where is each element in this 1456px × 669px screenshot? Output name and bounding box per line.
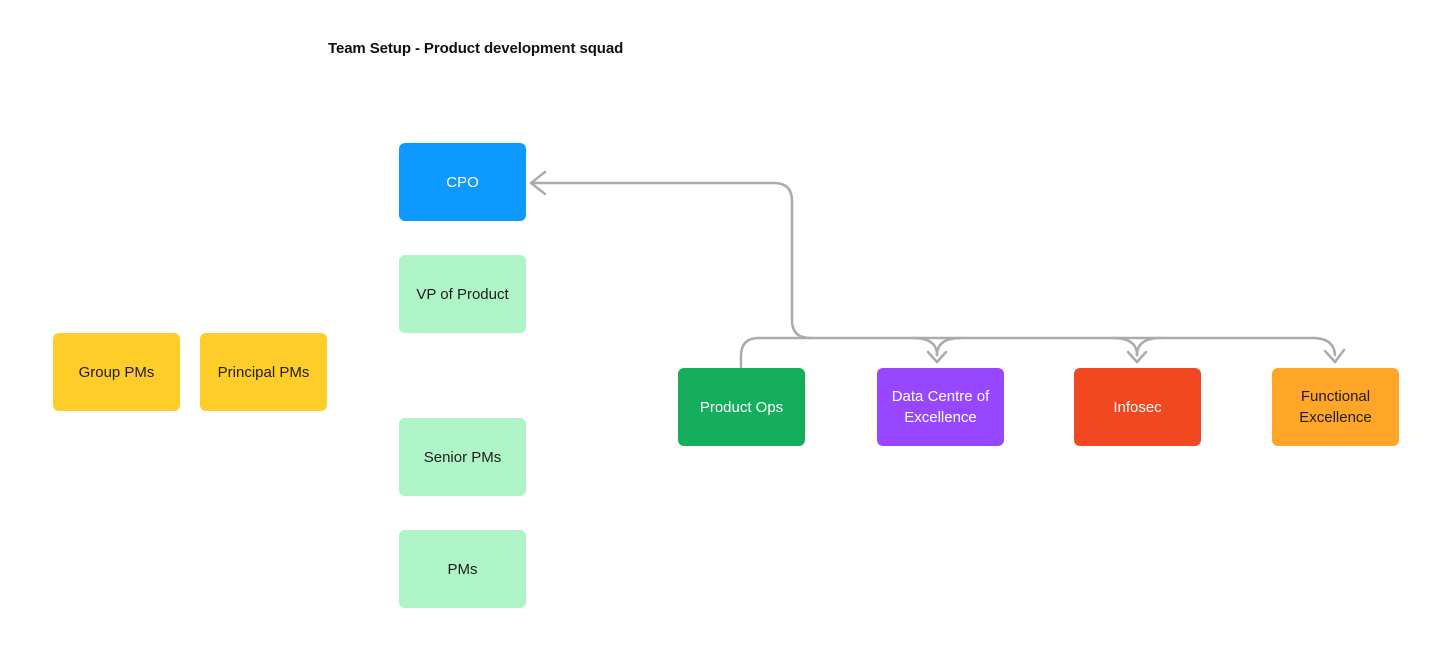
connector-fork-data-centre-right <box>935 336 963 357</box>
connector-cpo-riser <box>529 181 812 340</box>
node-pms-label: PMs <box>447 560 478 578</box>
node-vp-of-product[interactable]: VP of Product <box>399 255 526 333</box>
node-functional-excellence-label: Functional Excellence <box>1299 388 1372 426</box>
arrowhead-cpo <box>529 170 547 196</box>
node-cpo[interactable]: CPO <box>399 143 526 221</box>
connector-product-ops-branch <box>739 336 761 370</box>
node-senior-pms[interactable]: Senior PMs <box>399 418 526 496</box>
node-senior-pms-label: Senior PMs <box>423 448 502 466</box>
node-product-ops-label: Product Ops <box>699 398 784 416</box>
node-principal-pms[interactable]: Principal PMs <box>200 333 327 411</box>
node-pms[interactable]: PMs <box>399 530 526 608</box>
connector-fork-infosec-right <box>1135 336 1163 357</box>
node-vp-of-product-label: VP of Product <box>416 285 509 303</box>
arrowhead-infosec <box>1126 350 1148 364</box>
node-product-ops[interactable]: Product Ops <box>678 368 805 446</box>
node-infosec-label: Infosec <box>1113 398 1162 416</box>
node-cpo-label: CPO <box>446 173 479 191</box>
connector-group <box>529 170 1346 370</box>
arrowhead-functional-excellence <box>1323 348 1346 364</box>
connector-functional-end <box>1313 336 1337 357</box>
arrowhead-data-centre <box>926 350 948 364</box>
node-infosec[interactable]: Infosec <box>1074 368 1201 446</box>
connector-fork-data-centre-left <box>911 336 939 357</box>
node-group-pms[interactable]: Group PMs <box>53 333 180 411</box>
connector-fork-infosec-left <box>1111 336 1139 357</box>
node-functional-excellence[interactable]: Functional Excellence <box>1272 368 1399 446</box>
node-group-pms-label: Group PMs <box>78 363 155 381</box>
node-data-centre-of-excellence[interactable]: Data Centre of Excellence <box>877 368 1004 446</box>
node-data-centre-of-excellence-label: Data Centre of Excellence <box>891 388 990 426</box>
diagram-title: Team Setup - Product development squad <box>328 40 624 57</box>
node-principal-pms-label: Principal PMs <box>217 363 310 381</box>
